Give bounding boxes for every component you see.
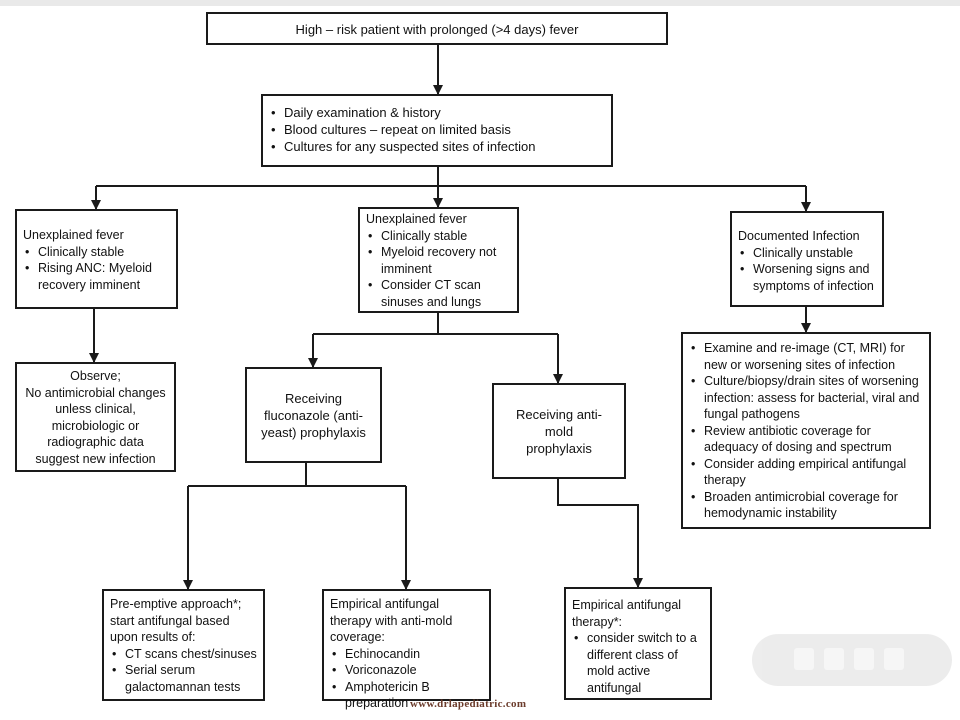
left-branch-title: Unexplained fever [23,228,124,242]
empirical-mold-item: Amphotericin B preparation [330,679,483,712]
tool-icon[interactable] [854,648,874,670]
empirical-mold-item: Voriconazole [330,662,483,679]
middle-branch-item: Consider CT scan sinuses and lungs [366,277,511,310]
middle-branch-item: Clinically stable [366,228,511,245]
infection-action-item: Culture/biopsy/drain sites of worsening … [689,373,923,423]
preemptive-node: Pre-emptive approach*; start antifungal … [102,589,265,701]
infection-actions-node: Examine and re-image (CT, MRI) for new o… [681,332,931,529]
fluconazole-node: Receiving fluconazole (anti-yeast) proph… [245,367,382,463]
observe-title: Observe; [70,369,121,383]
left-branch-node: Unexplained fever Clinically stable Risi… [15,209,178,309]
workup-item: Cultures for any suspected sites of infe… [269,138,605,155]
top-border [0,0,960,6]
antimold-text: Receiving anti-mold prophylaxis [516,406,602,456]
infection-action-item: Broaden antimicrobial coverage for hemod… [689,489,923,522]
workup-item: Blood cultures – repeat on limited basis [269,121,605,138]
right-branch-node: Documented Infection Clinically unstable… [730,211,884,307]
infection-action-item: Consider adding empirical antifungal the… [689,456,923,489]
preemptive-title: Pre-emptive approach*; start antifungal … [110,597,242,644]
observe-node: Observe; No antimicrobial changes unless… [15,362,176,472]
empirical-switch-item: consider switch to a different class of … [572,630,704,696]
fluconazole-text: Receiving fluconazole (anti-yeast) proph… [261,390,366,440]
tool-icon[interactable] [884,648,904,670]
infection-action-item: Review antibiotic coverage for adequacy … [689,423,923,456]
observe-text: No antimicrobial changes unless clinical… [25,385,166,466]
left-branch-item: Rising ANC: Myeloid recovery imminent [23,260,170,293]
empirical-switch-title: Empirical antifungal therapy*: [572,598,682,629]
infection-action-item: Examine and re-image (CT, MRI) for new o… [689,340,923,373]
empirical-mold-title: Empirical antifungal therapy with anti-m… [330,597,453,644]
start-text: High – risk patient with prolonged (>4 d… [295,22,579,37]
antimold-node: Receiving anti-mold prophylaxis [492,383,626,479]
right-branch-item: Clinically unstable [738,245,876,262]
right-branch-item: Worsening signs and symptoms of infectio… [738,261,876,294]
middle-branch-node: Unexplained fever Clinically stable Myel… [358,207,519,313]
workup-item: Daily examination & history [269,104,605,121]
preemptive-item: Serial serum galactomannan tests [110,662,257,695]
start-node: High – risk patient with prolonged (>4 d… [206,12,668,45]
preemptive-item: CT scans chest/sinuses [110,646,257,663]
right-branch-title: Documented Infection [738,229,860,243]
tool-icon[interactable] [794,648,814,670]
middle-branch-title: Unexplained fever [366,212,467,226]
empirical-switch-node: Empirical antifungal therapy*: consider … [564,587,712,700]
print-icon[interactable] [824,648,844,670]
watermark: www.drlapediatric.com [410,698,527,710]
empirical-mold-node: Empirical antifungal therapy with anti-m… [322,589,491,710]
floating-toolbar[interactable] [752,634,952,686]
middle-branch-item: Myeloid recovery not imminent [366,244,511,277]
workup-node: Daily examination & history Blood cultur… [261,94,613,167]
left-branch-item: Clinically stable [23,244,170,261]
empirical-mold-item: Echinocandin [330,646,483,663]
